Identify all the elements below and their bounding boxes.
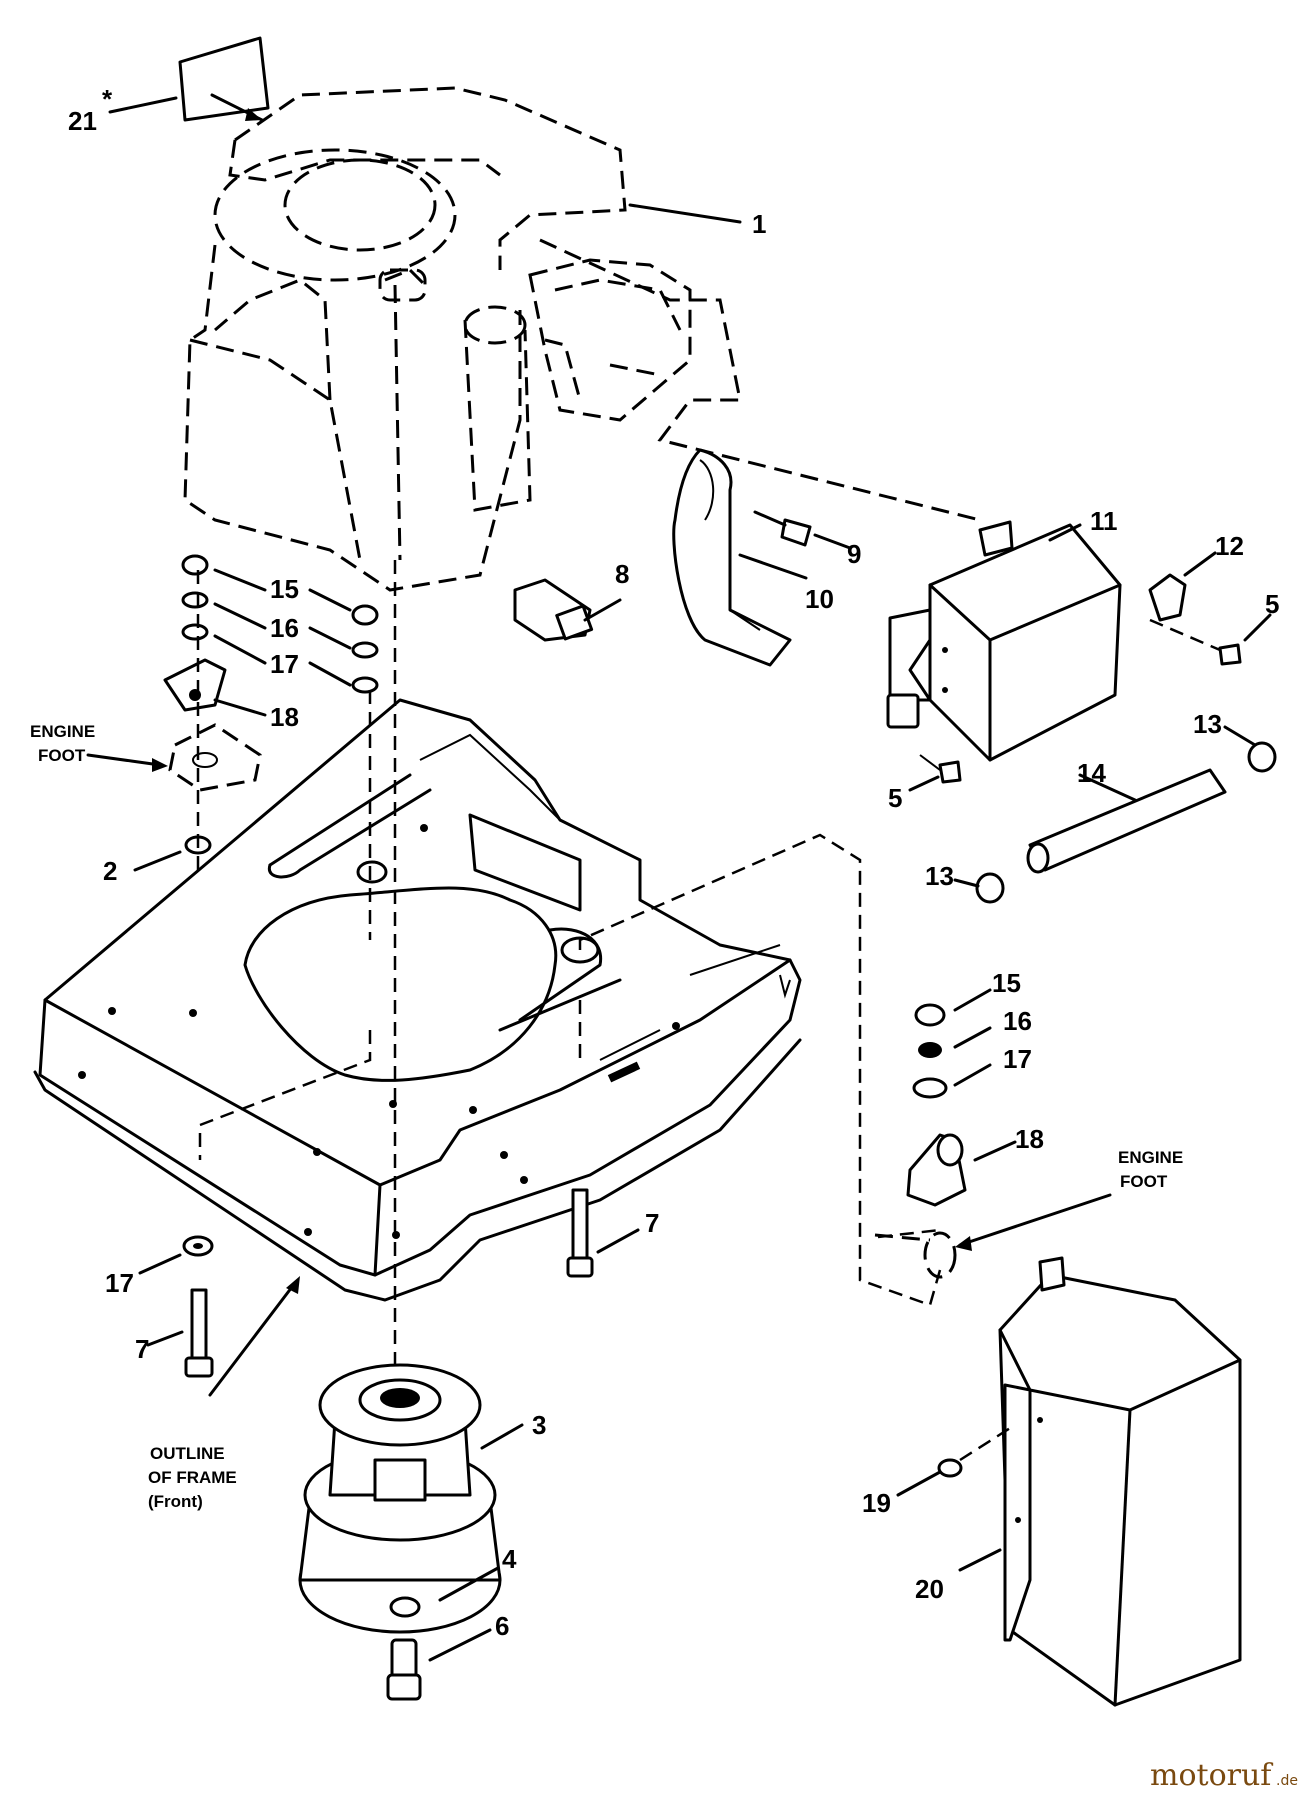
- shield-part-10: [672, 448, 808, 667]
- screw-part-5: [908, 613, 1272, 792]
- callout-9: 9: [847, 539, 861, 569]
- leader-part-1: [628, 203, 742, 224]
- bolt-part-7-right: [566, 1188, 640, 1278]
- hose-part-14: [1026, 768, 1227, 874]
- callout-15-left: 15: [270, 574, 299, 604]
- callout-6: 6: [495, 1611, 509, 1641]
- cover-part-20: [958, 1256, 1242, 1707]
- washer-part-17-lower: [138, 1235, 214, 1275]
- screw-part-19: [896, 1423, 1016, 1497]
- callout-17-left: 17: [270, 649, 299, 679]
- asterisk: *: [102, 84, 113, 114]
- bolt-part-7-left: [146, 1288, 214, 1378]
- callout-8: 8: [615, 559, 629, 589]
- callout-1: 1: [752, 209, 766, 239]
- callout-16-left: 16: [270, 613, 299, 643]
- callout-15-right: 15: [992, 968, 1021, 998]
- watermark-brand: motoruf: [1150, 1758, 1273, 1793]
- bracket-part-11: [886, 520, 1122, 762]
- clamp-part-13-lower: [953, 872, 1005, 904]
- right-hardware-stack: [874, 988, 1112, 1279]
- callout-19: 19: [862, 1488, 891, 1518]
- callout-21: 21: [68, 106, 97, 136]
- outline-label-2: OF FRAME: [148, 1468, 237, 1487]
- clamp-part-13-upper: [1223, 725, 1277, 773]
- callout-14: 14: [1077, 758, 1106, 788]
- callout-5-upper: 5: [1265, 589, 1279, 619]
- callout-7-right: 7: [645, 1208, 659, 1238]
- engine-outline: [183, 86, 981, 592]
- callout-5-lower: 5: [888, 783, 902, 813]
- watermark: motoruf .de: [1150, 1758, 1298, 1793]
- pulley-part-3: [298, 1363, 524, 1634]
- callout-18-left: 18: [270, 702, 299, 732]
- frame-outline: [33, 698, 802, 1397]
- callout-16-right: 16: [1003, 1006, 1032, 1036]
- left-hardware-stack: [86, 554, 379, 990]
- callout-13-lower: 13: [925, 861, 954, 891]
- callout-20: 20: [915, 1574, 944, 1604]
- callout-2: 2: [103, 856, 117, 886]
- callout-17-right: 17: [1003, 1044, 1032, 1074]
- text-labels: ENGINE FOOT ENGINE FOOT OUTLINE OF FRAME…: [30, 722, 1183, 1511]
- washer-part-4: [389, 1566, 500, 1618]
- watermark-suffix: .de: [1276, 1773, 1298, 1789]
- callout-labels: 21 * 1 9 8 10 11 12 5 5 13 13 14 15 16 1…: [68, 84, 1279, 1641]
- callout-10: 10: [805, 584, 834, 614]
- engine-foot-label-left-2: FOOT: [38, 746, 86, 765]
- decal-part-21: [108, 36, 270, 122]
- callout-11: 11: [1090, 506, 1118, 536]
- fitting-part-8: [513, 578, 622, 642]
- engine-foot-label-right: ENGINE: [1118, 1148, 1183, 1167]
- outline-label-3: (Front): [148, 1492, 203, 1511]
- callout-12: 12: [1215, 531, 1244, 561]
- engine-foot-label-left: ENGINE: [30, 722, 95, 741]
- bolt-part-6: [386, 1628, 492, 1701]
- callout-3: 3: [532, 1410, 546, 1440]
- screw-part-9: [753, 510, 852, 550]
- callout-4: 4: [502, 1544, 517, 1574]
- outline-label-1: OUTLINE: [150, 1444, 225, 1463]
- callout-7-left: 7: [135, 1334, 149, 1364]
- callout-18-right: 18: [1015, 1124, 1044, 1154]
- callout-17-lower: 17: [105, 1268, 134, 1298]
- callout-13-upper: 13: [1193, 709, 1222, 739]
- engine-foot-label-right-2: FOOT: [1120, 1172, 1168, 1191]
- clip-part-12: [1148, 551, 1217, 622]
